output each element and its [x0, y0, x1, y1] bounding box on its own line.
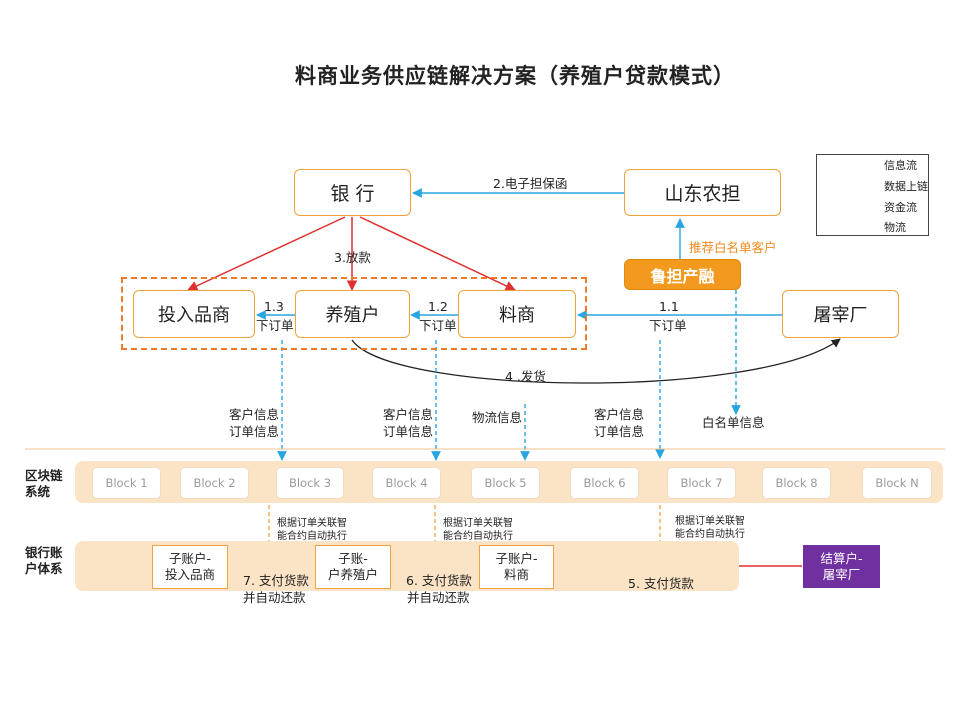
- payment-6-line2: 并自动还款: [407, 590, 470, 605]
- page-title: 料商业务供应链解决方案（养殖户贷款模式）: [295, 64, 735, 88]
- contract-note-b-line2: 能合约自动执行: [443, 531, 513, 542]
- bank-side-label-line2: 户体系: [25, 561, 63, 576]
- account-slaughter-line1: 结算户-: [820, 550, 863, 566]
- account-feed: 子账户- 料商: [479, 545, 554, 589]
- slaughter-node: 屠宰厂: [782, 290, 899, 338]
- uplink-info-3-line2: 订单信息: [594, 424, 645, 439]
- account-farmer: 子账- 户养殖户: [315, 545, 391, 589]
- loan-group-frame: [121, 277, 587, 350]
- ludan-node: 鲁担产融: [624, 259, 741, 290]
- feed-node: 料商: [458, 290, 576, 338]
- order-1-1-label: 下订单: [649, 318, 687, 333]
- account-feed-line1: 子账户-: [495, 551, 538, 566]
- contract-note-c-line1: 根据订单关联智: [675, 516, 745, 527]
- uplink-whitelist-label: 白名单信息: [702, 415, 765, 430]
- order-1-3-number: 1.3: [264, 299, 284, 314]
- payment-7-line2: 并自动还款: [243, 590, 306, 605]
- payment-6-line1: 6. 支付货款: [406, 573, 472, 588]
- account-supplier-line2: 投入品商: [164, 567, 215, 582]
- uplink-info-3-line1: 客户信息: [594, 407, 645, 422]
- order-1-2-number: 1.2: [428, 299, 448, 314]
- account-feed-line2: 料商: [503, 567, 529, 582]
- account-supplier-line1: 子账户-: [168, 551, 211, 566]
- block-n: Block N: [862, 467, 932, 499]
- account-slaughter-line2: 屠宰厂: [822, 566, 861, 582]
- recommend-label: 推荐白名单客户: [689, 240, 777, 255]
- account-farmer-line2: 户养殖户: [327, 567, 378, 582]
- contract-note-a-line2: 能合约自动执行: [277, 531, 347, 542]
- block-2: Block 2: [180, 467, 249, 499]
- account-slaughter-settlement: 结算户- 屠宰厂: [803, 545, 880, 588]
- supplier-node: 投入品商: [133, 290, 255, 338]
- loan-label: 3.放款: [334, 250, 371, 265]
- bank-side-label-line1: 银行账: [25, 545, 63, 560]
- guarantee-label: 2.电子担保函: [493, 176, 568, 191]
- payment-5-label: 5. 支付货款: [628, 576, 694, 591]
- farmer-node: 养殖户: [295, 290, 410, 338]
- shipment-curve-arrow: [351, 338, 841, 384]
- contract-note-a-line1: 根据订单关联智: [277, 518, 347, 529]
- blockchain-side-label-line1: 区块链: [25, 468, 63, 483]
- uplink-logistics-label: 物流信息: [472, 410, 523, 425]
- blockchain-side-label-line2: 系统: [25, 484, 51, 499]
- block-7: Block 7: [667, 467, 736, 499]
- uplink-info-2-line1: 客户信息: [383, 407, 434, 422]
- uplink-info-2-line2: 订单信息: [383, 424, 434, 439]
- block-1: Block 1: [92, 467, 161, 499]
- order-1-2-label: 下订单: [419, 318, 457, 333]
- block-3: Block 3: [276, 467, 344, 499]
- legend: [816, 154, 929, 236]
- shipment-label: 4 .发货: [505, 369, 546, 384]
- block-4: Block 4: [372, 467, 441, 499]
- contract-note-c-line2: 能合约自动执行: [675, 529, 745, 540]
- uplink-info-1-line2: 订单信息: [229, 424, 280, 439]
- guarantor-node: 山东农担: [624, 169, 781, 216]
- block-6: Block 6: [570, 467, 639, 499]
- account-farmer-line1: 子账-: [338, 551, 368, 566]
- legend-data-label: 数据上链: [884, 180, 928, 193]
- legend-logistics-label: 物流: [884, 221, 906, 234]
- order-1-3-label: 下订单: [256, 318, 294, 333]
- order-1-1-number: 1.1: [659, 299, 679, 314]
- bank-node: 银 行: [294, 169, 411, 216]
- payment-7-line1: 7. 支付货款: [243, 573, 309, 588]
- uplink-info-1-line1: 客户信息: [229, 407, 280, 422]
- account-supplier: 子账户- 投入品商: [152, 545, 228, 589]
- block-5: Block 5: [471, 467, 540, 499]
- contract-note-b-line1: 根据订单关联智: [443, 518, 513, 529]
- block-8: Block 8: [762, 467, 831, 499]
- legend-fund-label: 资金流: [884, 201, 917, 214]
- legend-info-label: 信息流: [884, 159, 917, 172]
